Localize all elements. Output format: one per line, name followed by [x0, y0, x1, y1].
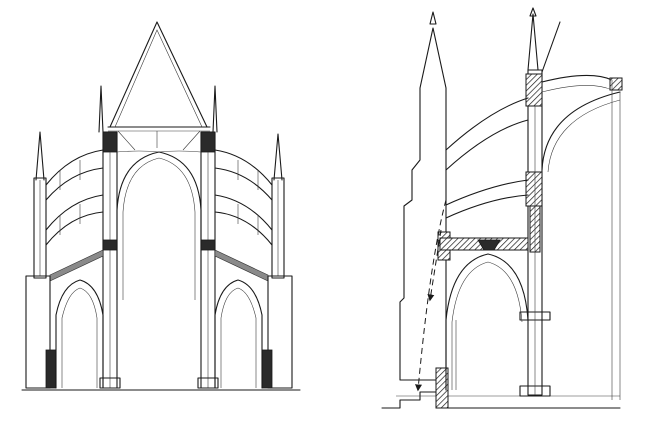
pier-joint-middle — [525, 171, 543, 207]
flying-buttress-left-lower — [45, 194, 104, 231]
thrust-line-secondary — [427, 229, 442, 302]
flying-buttress-force-diagram — [381, 7, 623, 409]
roof-gable — [109, 21, 208, 128]
flying-buttress-right-lower — [214, 194, 273, 231]
buttress-pier-right — [271, 177, 285, 279]
thrust-line — [415, 199, 447, 392]
cathedral-cross-section — [21, 21, 301, 391]
flying-buttress-lower — [445, 179, 529, 206]
aisle-arch-left — [55, 279, 104, 389]
aisle-arch-right — [214, 279, 263, 389]
pinnacle-spire — [419, 27, 447, 89]
flying-buttress-right-upper — [214, 149, 273, 186]
outer-wall-right — [267, 275, 293, 389]
aisle-roof-left — [49, 249, 104, 282]
pinnacle-right-inner — [212, 85, 218, 133]
roof-gable-inner — [114, 29, 203, 128]
buttress-pier-left — [33, 177, 47, 279]
nave-vault-arch-right — [541, 91, 621, 171]
flying-buttress-left-upper — [45, 149, 104, 186]
pier-joint-top — [525, 73, 543, 107]
pinnacle-left-inner — [98, 85, 104, 133]
nave-pier-spire — [527, 13, 539, 71]
buttress-pier — [399, 87, 447, 381]
aisle-arch — [445, 253, 529, 391]
outer-wall-left — [25, 275, 51, 389]
roof-truss — [117, 130, 201, 151]
buttress-footing — [435, 367, 449, 409]
nave-vault-arch — [116, 151, 202, 301]
pinnacle-left-outer — [35, 131, 45, 181]
pinnacle-finial — [429, 11, 437, 25]
aisle-roof-right — [214, 249, 269, 282]
upper-vault-rib — [541, 74, 613, 83]
base-steps — [381, 391, 441, 409]
roof-line — [541, 21, 561, 73]
pinnacle-right-outer — [273, 133, 283, 181]
flying-buttress-upper — [445, 97, 529, 151]
